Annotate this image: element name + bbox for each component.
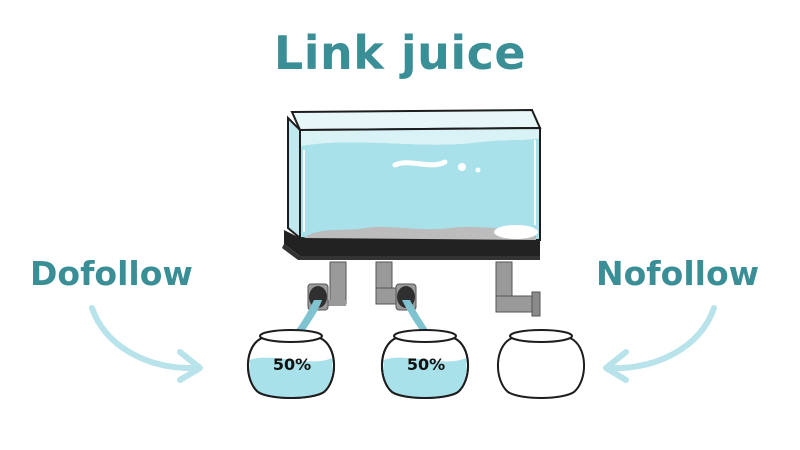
arrow-left (89, 305, 203, 383)
nofollow-label: Nofollow (596, 254, 760, 293)
water-tank (287, 108, 542, 242)
tank-base (284, 230, 540, 256)
bowl-1-percent-label: 50% (272, 355, 312, 374)
bowl-3 (496, 329, 586, 399)
dofollow-label: Dofollow (30, 254, 193, 293)
water-stream-left (296, 300, 322, 332)
pipe-right (495, 261, 541, 317)
water-stream-middle (402, 300, 428, 330)
pipe-left (307, 261, 347, 311)
arrow-right (603, 305, 717, 383)
diagram-title: Link juice (273, 26, 527, 80)
bowl-2-percent-label: 50% (406, 355, 446, 374)
bowl-1 (246, 329, 336, 399)
bowl-2 (380, 329, 470, 399)
